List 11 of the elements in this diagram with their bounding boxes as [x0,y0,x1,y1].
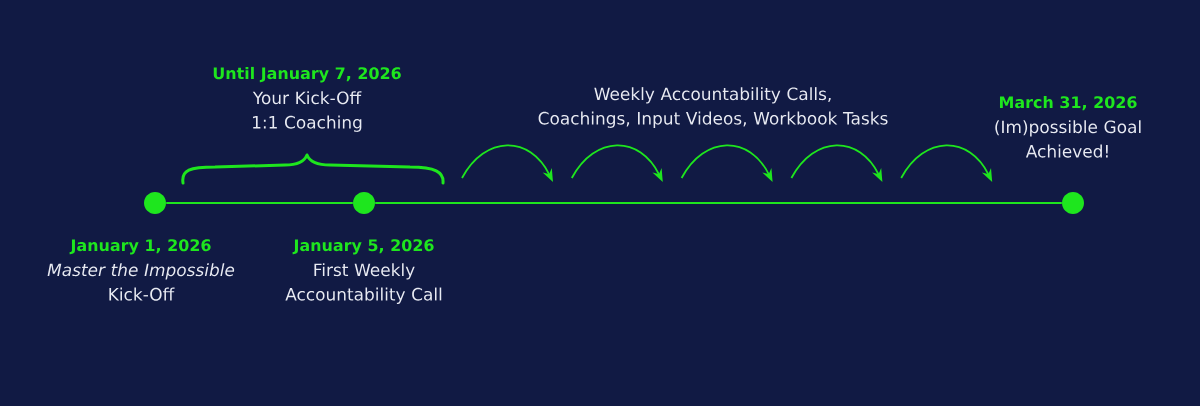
caption-text: Your Kick-Off 1:1 Coaching [252,91,362,132]
date-label: March 31, 2026 [1000,95,1137,111]
caption-text: Weekly Accountability Calls, Coachings, Input Videos, Workbook Tasks [538,87,888,128]
date-label: Until January 7, 2026 [213,66,401,83]
caption-text: (Im)possible Goal Achieved! [995,120,1141,158]
date-label: January 1, 2026 [69,239,211,255]
timeline-line [374,202,1063,204]
date-label: January 5, 2026 [292,239,434,255]
caption-text: First Weekly Accountability Call [285,263,442,304]
caption-text: Master the Impossible Kick-Off [47,263,235,301]
timeline-line [165,202,354,204]
